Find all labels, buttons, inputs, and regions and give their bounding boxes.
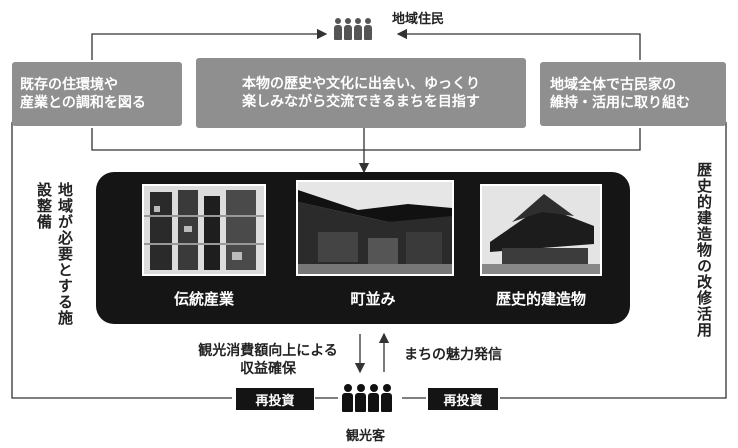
historic-building-photo	[480, 184, 602, 276]
traditional-industry-photo	[142, 184, 266, 276]
box-community: 地域全体で古民家の 維持・活用に取り組む	[540, 62, 726, 126]
residents-icon	[334, 18, 372, 40]
revenue-line2: 収益確保	[240, 361, 296, 377]
box-goal-line2: 楽しみながら交流できるまちを目指す	[242, 94, 480, 110]
reinvest-right: 再投資	[428, 388, 498, 410]
revenue-flow-text: 観光消費額向上による 収益確保	[184, 342, 352, 378]
box-community-line1: 地域全体で古民家の	[550, 77, 676, 93]
box-goal: 本物の歴史や文化に出会い、ゆっくり 楽しみながら交流できるまちを目指す	[196, 58, 526, 128]
tourists-icon	[342, 384, 392, 412]
left-side-text: 地域が必要とする施設整備	[35, 182, 74, 326]
townscape-photo	[296, 180, 454, 276]
box-harmony: 既存の住環境や 産業との調和を図る	[12, 62, 182, 126]
residents-label: 地域住民	[392, 12, 445, 27]
revenue-line1: 観光消費額向上による	[198, 343, 338, 359]
box-harmony-line2: 産業との調和を図る	[20, 95, 146, 111]
box-goal-line1: 本物の歴史や文化に出会い、ゆっくり	[242, 76, 480, 92]
tourists-label: 観光客	[346, 429, 386, 444]
box-harmony-line1: 既存の住環境や	[20, 77, 118, 93]
caption-historic-building: 歴史的建造物	[495, 290, 586, 308]
appeal-flow-text: まちの魅力発信	[404, 347, 502, 363]
right-side-text: 歴史的建造物の改修活用	[695, 162, 713, 338]
box-community-line2: 維持・活用に取り組む	[550, 95, 690, 111]
caption-townscape: 町並み	[350, 290, 396, 308]
caption-traditional-industry: 伝統産業	[173, 290, 234, 308]
reinvest-left: 再投資	[236, 388, 314, 410]
